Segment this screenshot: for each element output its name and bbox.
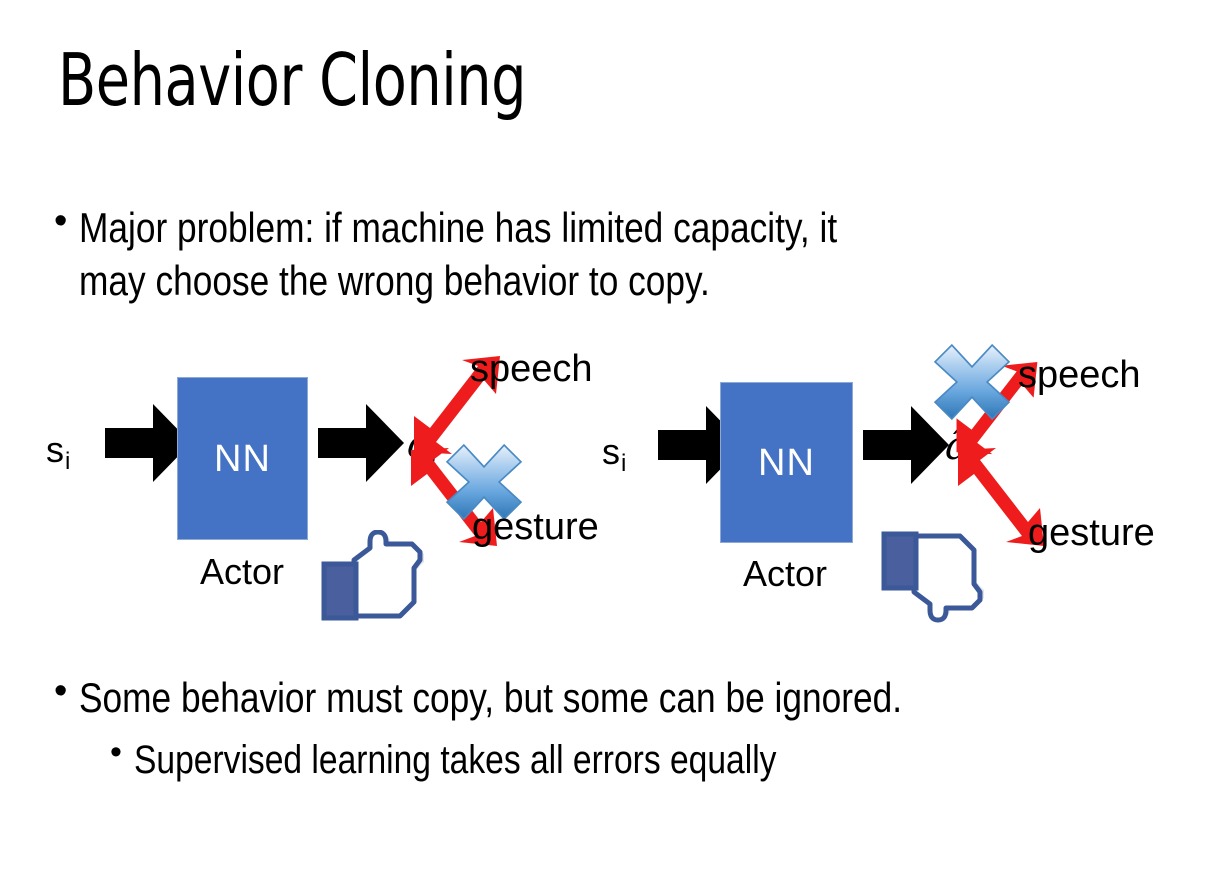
block-arrow-output-right (863, 406, 949, 484)
state-label-right: si (602, 434, 626, 476)
bullet-text: Some behavior must copy, but some can be… (79, 674, 903, 721)
nn-box-left: NN (177, 377, 308, 540)
nn-box-label: NN (758, 441, 815, 484)
bullet-item-supervised-learning: • Supervised learning takes all errors e… (110, 733, 1190, 785)
diagram-right-actor-thumbs-down: si NN Actor âi (580, 336, 1180, 636)
state-label-left: si (46, 432, 70, 474)
actor-caption-left: Actor (200, 551, 285, 592)
bullet-item-major-problem: • Major problem: if machine has limited … (54, 200, 1154, 308)
nn-box-label: NN (214, 437, 271, 480)
bullet-marker-icon: • (54, 200, 68, 242)
block-arrow-output-left (318, 404, 404, 482)
bullet-text: Supervised learning takes all errors equ… (133, 738, 777, 782)
page-title: Behavior Cloning (58, 38, 527, 122)
thumbs-down-icon (881, 531, 984, 623)
branch-label-gesture-left: gesture (472, 506, 599, 548)
branch-label-speech-right: speech (1018, 354, 1141, 396)
x-mark-blocked-speech-right (933, 343, 1011, 421)
red-arrow-speech-left (414, 356, 500, 454)
bullet-marker-icon: • (110, 733, 122, 771)
branch-label-gesture-right: gesture (1028, 512, 1155, 554)
actor-caption-right: Actor (743, 553, 828, 594)
state-label-base: s (602, 431, 620, 472)
bullet-marker-icon: • (54, 670, 68, 712)
bullet-text: Major problem: if machine has limited ca… (79, 204, 838, 304)
state-label-base: s (46, 429, 64, 470)
red-arrow-gesture-right (958, 448, 1044, 546)
branch-label-speech-left: speech (470, 348, 593, 390)
thumbs-up-icon (321, 530, 424, 621)
block-arrow-input-left (105, 404, 191, 482)
bullet-item-some-behavior: • Some behavior must copy, but some can … (54, 670, 1174, 725)
state-label-subscript: i (621, 449, 627, 477)
x-mark-blocked-gesture-left (445, 443, 523, 521)
state-label-subscript: i (65, 447, 71, 475)
nn-box-right: NN (720, 382, 853, 543)
diagram-left-actor-thumbs-up: si NN Actor âi speech (10, 336, 610, 636)
